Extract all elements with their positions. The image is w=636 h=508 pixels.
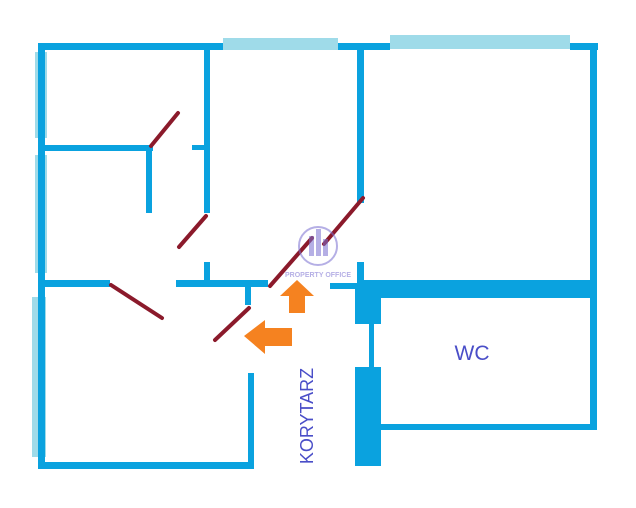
wall-top-right xyxy=(570,43,598,50)
door-room2 xyxy=(177,214,208,249)
building-logo-icon xyxy=(298,226,338,266)
wall-room2-room3-a xyxy=(38,280,110,287)
wall-middle-right-lower xyxy=(357,262,364,286)
wc-label: WC xyxy=(455,342,490,365)
door-corridor xyxy=(213,306,251,342)
wall-top-left xyxy=(38,43,223,50)
wall-left-middle-top xyxy=(204,43,210,213)
walls xyxy=(38,43,598,469)
wall-wc-left-upper xyxy=(355,286,381,324)
wall-middle-right xyxy=(357,43,364,203)
building-logo-tower-3 xyxy=(323,239,328,256)
wall-room2-stub xyxy=(146,145,152,213)
wall-wc-bottom xyxy=(375,424,597,430)
wall-left xyxy=(38,43,45,468)
wall-wc-top xyxy=(357,280,597,298)
wall-wc-left-thin xyxy=(369,320,374,370)
wall-room1-room2 xyxy=(38,145,153,151)
building-logo-tower-2 xyxy=(316,229,321,256)
wall-bottom-left xyxy=(38,462,254,469)
wall-door-jamb xyxy=(245,283,251,305)
door-right-room xyxy=(322,196,365,246)
wall-room2-room3-b xyxy=(176,280,268,287)
watermark-text: PROPERTY OFFICE xyxy=(285,272,351,279)
wall-left-middle-bottom xyxy=(204,262,210,286)
window-top-right xyxy=(390,35,570,49)
building-logo-tower-1 xyxy=(309,236,314,256)
entrance-arrows xyxy=(244,280,314,354)
door-room1 xyxy=(149,111,180,148)
wall-left-middle-stub xyxy=(192,145,208,150)
wall-wc-left-lower xyxy=(355,367,381,466)
door-middle-room xyxy=(268,236,314,288)
corridor-label: KORYTARZ xyxy=(297,368,317,464)
door-room3 xyxy=(109,283,164,320)
window-top-middle xyxy=(223,38,338,50)
doors xyxy=(109,111,365,342)
wall-corridor-top-right xyxy=(330,283,360,289)
arrow-left-icon xyxy=(244,320,292,354)
wall-bottom-left-vertical xyxy=(248,373,254,469)
arrow-up-icon xyxy=(280,280,314,313)
watermark: PROPERTY OFFICE xyxy=(285,226,351,279)
wall-right xyxy=(590,43,597,430)
